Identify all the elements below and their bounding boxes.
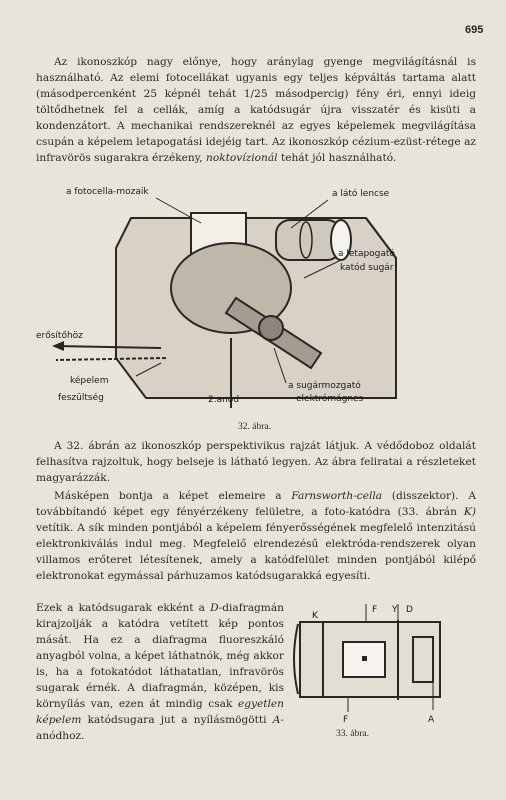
para3-start: Másképen bontja a képet elemeire a <box>54 490 282 502</box>
para1-italic: noktovízionál <box>206 152 278 164</box>
caption-figure-32: 32. ábra. <box>238 422 271 432</box>
para4-end: -anódhoz. <box>36 714 284 742</box>
para2-text: A 32. ábrán az ikonoszkóp perspektivikus… <box>36 440 476 484</box>
label-erositohoz: erősítőhöz <box>36 331 83 341</box>
para4-c: katódsugara jut a nyílásmögötti <box>87 714 267 726</box>
para4-b: -diafragmán kirajzolják a katódra vetíte… <box>36 602 284 710</box>
label-anod: 2.anód <box>208 394 239 405</box>
tube-body <box>170 242 292 334</box>
label-kepelem: képelem <box>70 375 108 386</box>
paragraph-1: Az ikonoszkóp nagy előnye, hogy aránylag… <box>36 54 476 166</box>
label-y: Y <box>391 605 398 615</box>
para3-end: vetítik. A sík minden pontjából a képele… <box>36 522 476 582</box>
para3-italic: Farnsworth-cella <box>291 490 383 502</box>
para4-a: Ezek a katódsugarak ekként a <box>36 602 205 614</box>
label-f: F <box>372 605 377 615</box>
para3-mid: (disszektor). A továbbítandó képet egy f… <box>36 490 476 518</box>
paragraph-4: Ezek a katódsugarak ekként a D-diafragmá… <box>36 600 284 744</box>
label-lato-lencse: a látó lencse <box>332 188 390 199</box>
paragraph-2: A 32. ábrán az ikonoszkóp perspektivikus… <box>36 438 476 486</box>
para1-text: Az ikonoszkóp nagy előnye, hogy aránylag… <box>36 56 476 164</box>
electron-gun-icon <box>224 296 323 370</box>
label-letapogato: a letapogató <box>338 248 395 259</box>
label-k: K <box>312 611 319 621</box>
label-elektromagnes: elektrómágnes <box>296 393 364 404</box>
figure-33-farnsworth-cell: K F Y D F A <box>293 604 441 725</box>
label-fotocella: a fotocella-mozaik <box>66 187 149 197</box>
label-f2: F <box>343 715 348 725</box>
para4-italic: egyetlen képelem <box>36 698 284 726</box>
label-a: A <box>428 715 435 725</box>
label-sugarmozgato: a sugármozgató <box>288 380 361 391</box>
label-d: D <box>406 605 413 615</box>
lens-icon <box>275 219 352 261</box>
label-feszultseg: feszültség <box>58 392 104 403</box>
label-katod-sugar: katód sugár <box>340 262 394 273</box>
para3-k: K) <box>463 506 476 518</box>
para4-d: D <box>210 602 219 614</box>
anode <box>412 636 434 683</box>
caption-figure-33: 33. ábra. <box>336 729 369 739</box>
paragraph-3: Másképen bontja a képet elemeire a Farns… <box>36 488 476 584</box>
para4-a-letter: A <box>272 714 281 726</box>
page-number: 695 <box>465 24 484 36</box>
para1-end: tehát jól használható. <box>280 152 397 164</box>
figure-32-iconoscope: a fotocella-mozaik a látó lencse a letap… <box>36 187 397 408</box>
